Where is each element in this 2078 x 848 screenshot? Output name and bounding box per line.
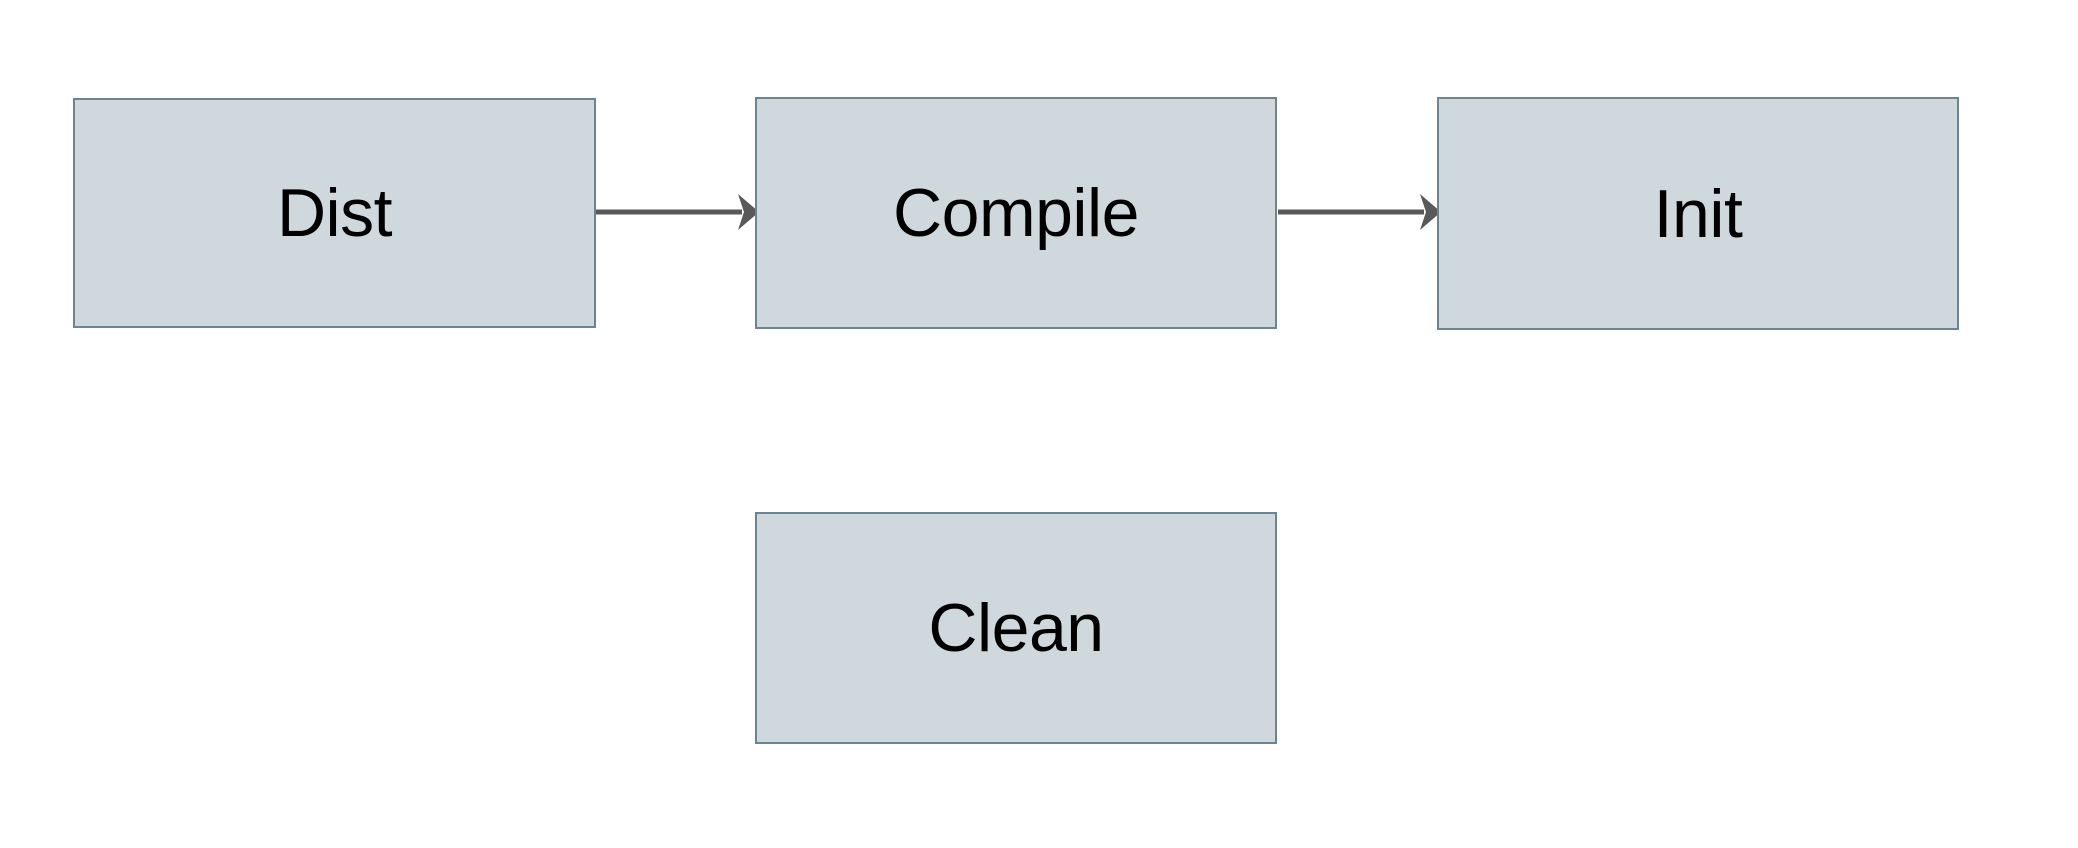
node-dist[interactable]: Dist xyxy=(73,98,596,328)
edge-dist-to-compile-shape xyxy=(596,194,759,230)
node-compile-label: Compile xyxy=(893,175,1139,251)
node-compile[interactable]: Compile xyxy=(755,97,1277,329)
edge-compile-to-init xyxy=(1278,194,1441,230)
edge-compile-to-init-shape xyxy=(1278,194,1441,230)
node-init[interactable]: Init xyxy=(1437,97,1959,330)
node-clean[interactable]: Clean xyxy=(755,512,1277,744)
node-init-label: Init xyxy=(1653,175,1743,252)
edge-dist-to-compile xyxy=(596,194,759,230)
node-clean-label: Clean xyxy=(928,590,1104,666)
node-dist-label: Dist xyxy=(276,175,393,251)
